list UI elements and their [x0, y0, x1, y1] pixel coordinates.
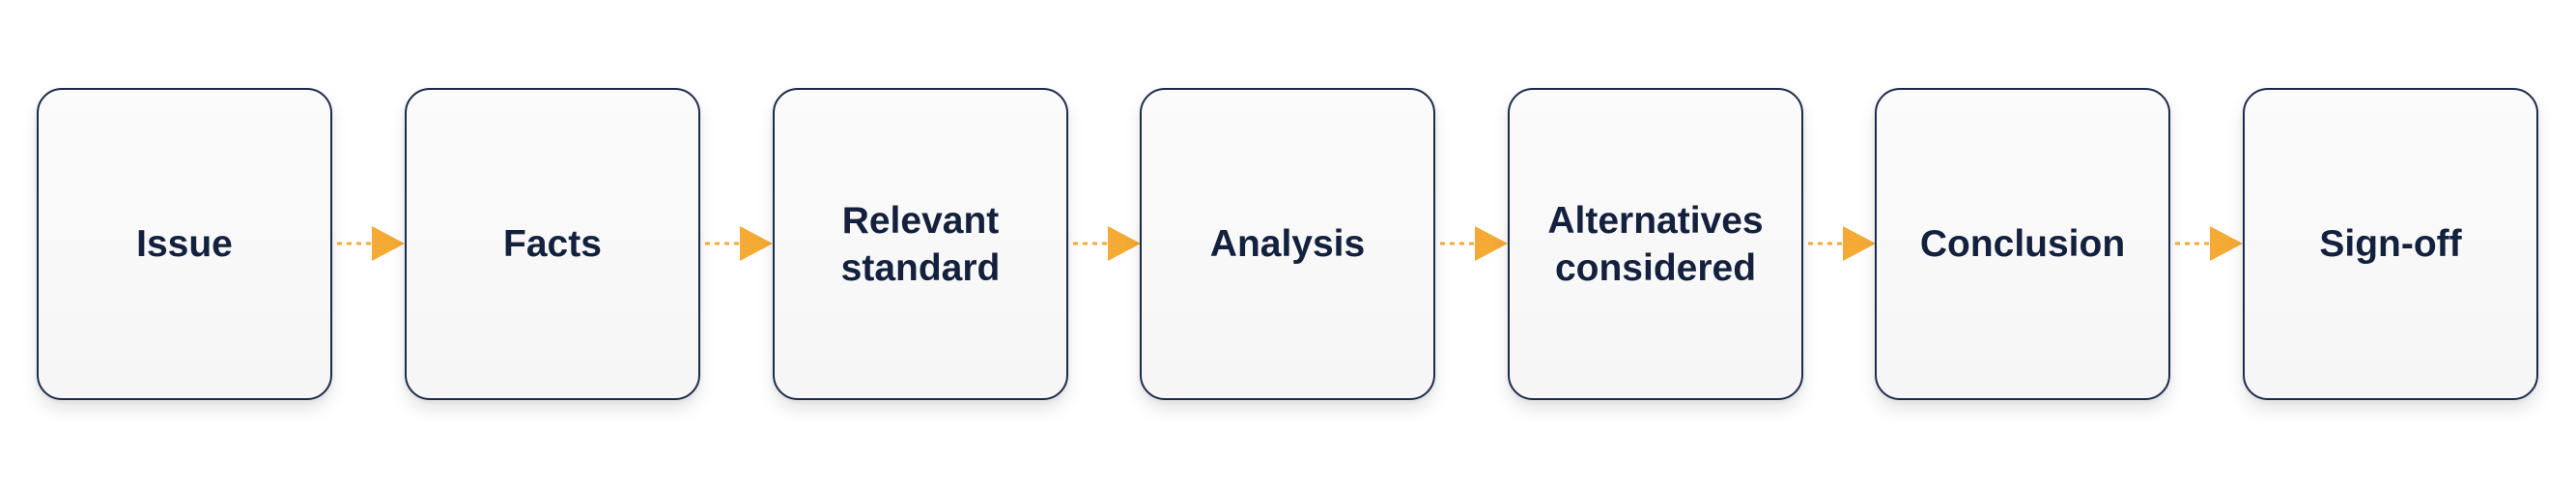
step-label: Facts	[503, 223, 602, 265]
step-conclusion: Conclusion	[1875, 88, 2170, 400]
arrow-issue-to-facts	[335, 224, 406, 263]
dashed-arrow-icon	[1808, 226, 1876, 261]
step-facts: Facts	[405, 88, 700, 400]
arrow-alternatives-to-conclusion	[1806, 224, 1877, 263]
step-label: Issue	[136, 223, 233, 265]
step-label: Relevant standard	[840, 199, 1001, 289]
arrow-conclusion-to-sign-off	[2173, 224, 2244, 263]
step-sign-off: Sign-off	[2243, 88, 2538, 400]
step-issue: Issue	[37, 88, 332, 400]
step-label: Sign-off	[2319, 223, 2462, 265]
dashed-arrow-icon	[337, 226, 405, 261]
arrow-analysis-to-alternatives	[1438, 224, 1509, 263]
dashed-arrow-icon	[1073, 226, 1141, 261]
arrow-facts-to-relevant-standard	[703, 224, 774, 263]
dashed-arrow-icon	[2175, 226, 2243, 261]
arrow-relevant-standard-to-analysis	[1071, 224, 1142, 263]
step-label: Analysis	[1209, 223, 1366, 265]
dashed-arrow-icon	[1440, 226, 1508, 261]
step-alternatives-considered: Alternatives considered	[1508, 88, 1803, 400]
step-analysis: Analysis	[1140, 88, 1435, 400]
step-label: Conclusion	[1919, 223, 2126, 265]
step-label: Alternatives considered	[1547, 199, 1764, 289]
dashed-arrow-icon	[705, 226, 773, 261]
step-relevant-standard: Relevant standard	[773, 88, 1068, 400]
